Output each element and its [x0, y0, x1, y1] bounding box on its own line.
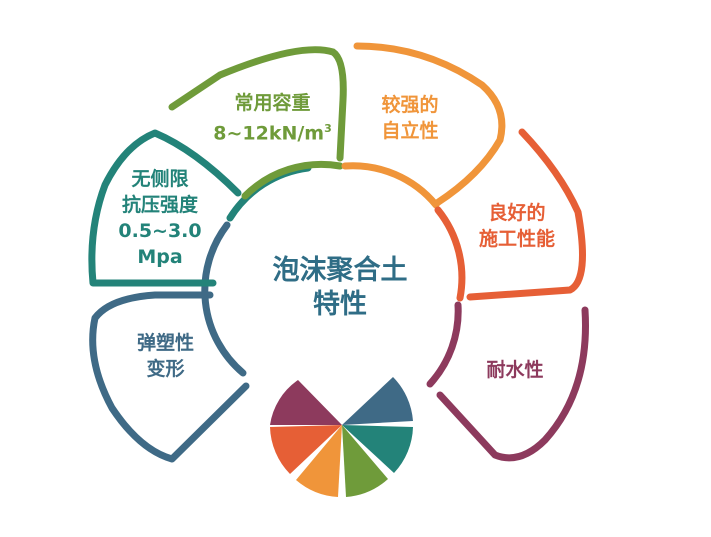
label-weight: 常用容重 8~12kN/m3 — [205, 90, 340, 146]
label-compressive-strength: 无侧限 抗压强度 0.5~3.0 Mpa — [105, 166, 215, 270]
label-water-resistance: 耐水性 — [465, 357, 565, 383]
inner-ring-segment-elastic — [201, 221, 247, 377]
label-self-standing: 较强的 自立性 — [360, 92, 460, 144]
label-workability-line1: 良好的 — [488, 202, 546, 224]
inner-ring-segment-weight — [241, 160, 344, 200]
label-self-line1: 较强的 — [381, 94, 439, 116]
label-workability-line2: 施工性能 — [478, 228, 555, 250]
inner-ring-segment-self — [341, 162, 440, 209]
label-workability: 良好的 施工性能 — [462, 200, 572, 252]
petal-outline-workability — [466, 128, 586, 301]
center-title-line1: 泡沫聚合土 — [272, 255, 408, 286]
petal-outline-weight — [168, 46, 347, 162]
pie-icon — [270, 377, 413, 497]
label-strength-line2: 抗压强度 — [121, 194, 198, 216]
petal-outline-water — [436, 306, 589, 462]
label-weight-line1: 常用容重 — [234, 92, 311, 114]
inner-ring-segment-water — [426, 301, 462, 388]
petal-outline-strength — [88, 129, 242, 287]
pie-wedge-orange — [270, 425, 342, 474]
pie-wedge-slate — [342, 377, 413, 425]
pie-wedge-light-orange — [296, 425, 342, 497]
label-strength-line3: 0.5~3.0 — [118, 220, 202, 242]
petal-outline-elastic — [89, 291, 250, 463]
center-title: 泡沫聚合土 特性 — [245, 254, 435, 322]
pie-wedge-green — [342, 425, 388, 497]
label-water-line1: 耐水性 — [486, 359, 544, 381]
center-title-line2: 特性 — [313, 289, 367, 320]
label-self-line2: 自立性 — [381, 120, 439, 142]
petal-outline-self — [353, 42, 506, 207]
label-elastic-plastic: 弹塑性 变形 — [118, 330, 213, 382]
pie-wedge-plum — [270, 380, 342, 425]
label-strength-line1: 无侧限 — [131, 168, 189, 190]
label-elastic-line1: 弹塑性 — [136, 332, 194, 354]
label-elastic-line2: 变形 — [146, 358, 185, 380]
inner-ring-segment-workability — [434, 206, 466, 302]
pie-wedge-teal — [342, 425, 413, 473]
label-strength-line4: Mpa — [137, 246, 183, 268]
label-weight-line2: 8~12kN/m3 — [213, 122, 332, 145]
